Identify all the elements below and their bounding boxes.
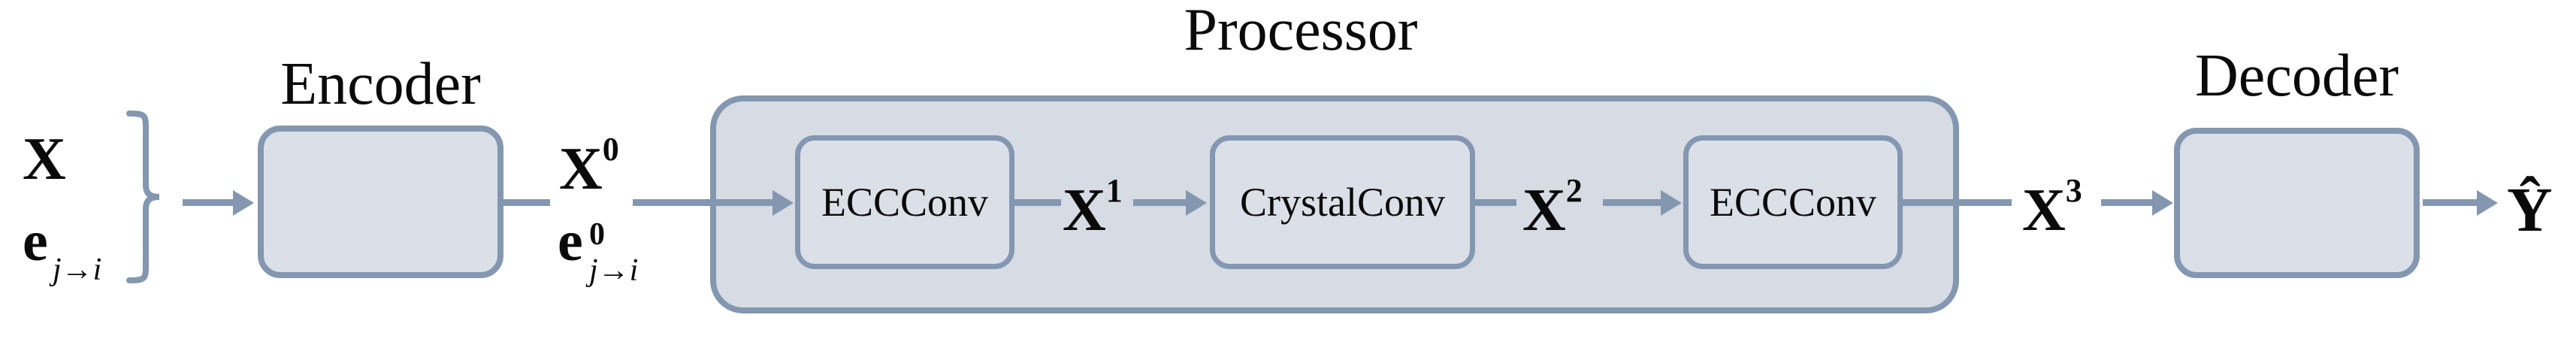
encoder-box (258, 126, 503, 278)
arrow-x3-to-decoder-head (2152, 190, 2173, 216)
arrow-decoder-output-head (2477, 190, 2498, 216)
processor-title: Processor (1184, 0, 1418, 63)
decoder-box (2174, 128, 2420, 278)
block-eccconv-1: ECCConv (795, 135, 1014, 269)
decoder-title: Decoder (2195, 43, 2399, 109)
feature-x0-superscript: 0 (602, 131, 619, 168)
eccconv1-output-line (1014, 199, 1061, 206)
feature-e0-label: e 0 j→i (558, 210, 638, 286)
input-edge-symbol: e (23, 210, 48, 273)
encoder-title: Encoder (280, 51, 481, 117)
feature-x2-label: X2 (1522, 174, 1583, 241)
feature-e0-subscript: j→i (589, 253, 639, 288)
feature-x1-superscript: 1 (1105, 172, 1123, 209)
block-eccconv-2-label: ECCConv (1709, 180, 1877, 225)
input-edge-label: e j→i (23, 210, 101, 286)
arrow-x2-to-eccconv2-head (1661, 190, 1682, 216)
input-edge-subscript: j→i (53, 253, 102, 287)
crystalconv-output-line (1475, 199, 1516, 206)
feature-x1-base: X (1063, 177, 1106, 244)
feature-x1-label: X1 (1063, 174, 1123, 241)
input-brace-icon (125, 110, 164, 291)
feature-x3-superscript: 3 (2065, 172, 2082, 209)
arrow-decoder-output-shaft (2423, 199, 2477, 206)
feature-e0-superscript: 0 (589, 217, 605, 252)
feature-x2-superscript: 2 (1565, 172, 1583, 209)
arrow-into-processor-shaft (633, 199, 772, 206)
arrow-x3-to-decoder-shaft (2101, 199, 2152, 206)
block-eccconv-2: ECCConv (1683, 135, 1903, 269)
processor-output-line (1903, 199, 2012, 206)
arrow-x2-to-eccconv2-shaft (1603, 199, 1661, 206)
input-node-symbol: X (23, 126, 66, 192)
arrow-input-to-encoder-shaft (183, 199, 233, 206)
feature-x3-base: X (2022, 177, 2066, 244)
arrow-input-to-encoder-head (233, 190, 254, 216)
arrow-into-processor-head (772, 190, 794, 216)
block-crystalconv-label: CrystalConv (1239, 180, 1445, 225)
encoder-output-line (503, 199, 550, 206)
input-node-label: X (23, 129, 66, 189)
feature-e0-base: e (558, 210, 583, 273)
feature-x0-base: X (559, 136, 603, 202)
arrow-x1-to-crystalconv-shaft (1133, 199, 1186, 206)
block-crystalconv: CrystalConv (1210, 135, 1475, 269)
arrow-x1-to-crystalconv-head (1186, 190, 1207, 216)
feature-x2-base: X (1522, 177, 1566, 244)
feature-x0-label: X0 (559, 131, 619, 202)
block-eccconv-1-label: ECCConv (821, 180, 989, 225)
output-label: Ŷ (2507, 175, 2553, 245)
feature-x3-label: X3 (2022, 174, 2082, 241)
